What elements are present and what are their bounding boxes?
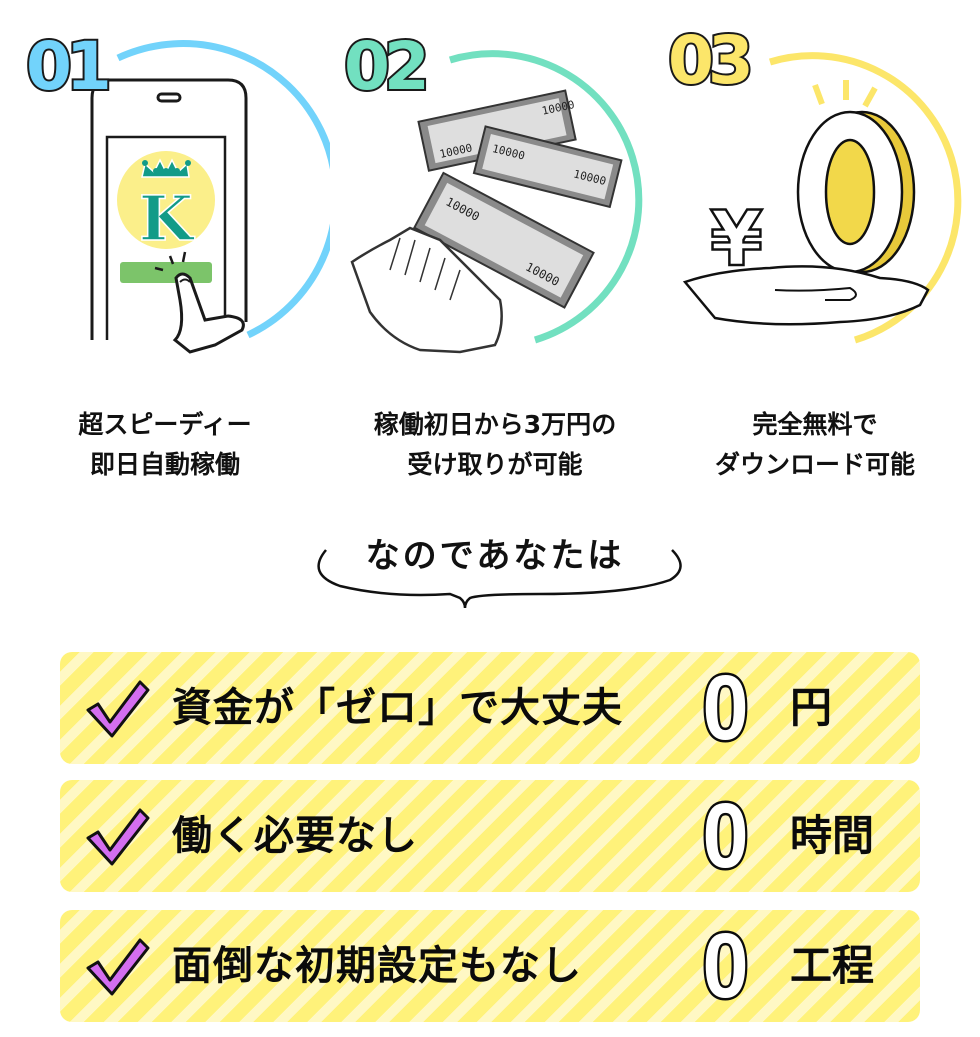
benefit-row: 面倒な初期設定もなし 0 工程 <box>60 910 920 1022</box>
benefit-value: 0 <box>700 785 751 887</box>
benefit-value: 0 <box>700 915 751 1017</box>
caption-subline: 受け取りが可能 <box>407 450 583 479</box>
banknote: 10000 10000 <box>472 125 623 209</box>
banknotes-hand-illustration: 10000 10000 10000 10000 10000 10000 <box>350 50 643 354</box>
benefit-row: 資金が「ゼロ」で大丈夫 0 円 <box>60 652 920 764</box>
check-icon <box>86 938 150 996</box>
app-icon-letter: K <box>139 182 195 255</box>
caption-highlight: 完全無料 <box>752 405 852 445</box>
benefit-text: 面倒な初期設定もなし <box>172 943 582 989</box>
banknote: 10000 10000 <box>412 171 595 309</box>
benefit-text: 資金が「ゼロ」で大丈夫 <box>172 685 623 731</box>
benefit-text: 働く必要なし <box>172 813 418 859</box>
step-number: 03 <box>666 22 756 99</box>
caption-subline: 即日自動稼働 <box>89 450 240 479</box>
bridge-heading: なのであなたは <box>300 528 690 618</box>
benefit-row: 働く必要なし 0 時間 <box>60 780 920 892</box>
app-icon-bg <box>117 151 215 249</box>
benefit-unit: 時間 <box>790 811 875 860</box>
feature-caption: 完全無料で ダウンロード可能 <box>650 405 980 485</box>
step-number: 02 <box>342 28 432 105</box>
feature-caption: 超スピーディー 即日自動稼働 <box>0 405 330 485</box>
hand-icon <box>350 226 503 354</box>
benefit-unit: 工程 <box>790 941 875 990</box>
check-icon <box>86 808 150 866</box>
benefit-value: 0 <box>700 657 751 759</box>
feature-01: K 01 超スピーディー 即日自動稼働 <box>0 0 330 500</box>
yen-zero-hand-illustration: ¥ <box>682 52 962 344</box>
bridge-text: なのであなたは <box>365 536 625 576</box>
step-number: 01 <box>24 28 114 105</box>
hand-icon <box>682 265 930 326</box>
feature-02: 10000 10000 10000 10000 10000 10000 02 稼… <box>330 0 660 500</box>
check-icon <box>86 680 150 738</box>
caption-subline: ダウンロード可能 <box>714 450 915 479</box>
feature-03: ¥ 03 完全無料で ダウンロード可能 <box>650 0 980 500</box>
caption-highlight: 超スピーディー <box>78 405 251 445</box>
feature-caption: 稼働初日から3万円の 受け取りが可能 <box>330 405 660 485</box>
benefit-unit: 円 <box>790 683 833 732</box>
caption-highlight: 稼働初日から3万円 <box>374 405 591 445</box>
curly-brace-icon <box>317 549 682 609</box>
tap-button <box>120 262 212 283</box>
smartphone-tap-illustration: K <box>90 40 330 354</box>
